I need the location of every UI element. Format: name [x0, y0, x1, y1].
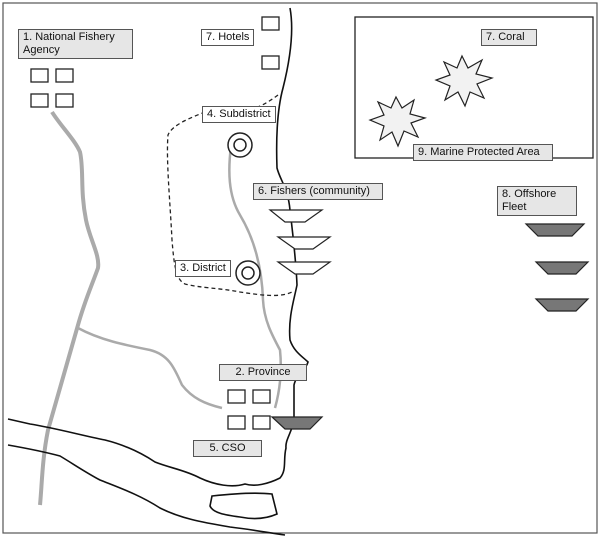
label-marine-protected-area: 9. Marine Protected Area: [413, 144, 553, 161]
coastline-south: [7, 444, 286, 536]
label-coral: 7. Coral: [481, 29, 537, 46]
label-district: 3. District: [175, 260, 231, 277]
fisher-boat-icon: [268, 209, 324, 223]
label-cso: 5. CSO: [193, 440, 262, 457]
fisher-boat-icon: [276, 236, 332, 250]
fisher-boat-icon: [276, 261, 332, 275]
label-subdistrict: 4. Subdistrict: [202, 106, 276, 123]
subdistrict-boundary: [166, 94, 293, 297]
hotel-buildings: [261, 16, 280, 70]
national-agency-buildings: [30, 68, 74, 108]
offshore-boat-icon: [534, 261, 590, 275]
cso-boat-icon: [270, 416, 324, 430]
province-buildings: [227, 389, 271, 430]
river-branch: [77, 326, 223, 410]
offshore-boat-icon: [534, 298, 590, 312]
label-offshore-fleet: 8. Offshore Fleet: [497, 186, 577, 216]
coastline: [7, 7, 309, 487]
coral-icon: [368, 95, 428, 148]
river-national: [38, 110, 101, 506]
subdistrict-office-icon: [227, 132, 253, 158]
coral-icon: [434, 54, 494, 108]
island: [209, 492, 278, 520]
district-office-icon: [235, 260, 261, 286]
label-fishers: 6. Fishers (community): [253, 183, 383, 200]
offshore-boat-icon: [524, 223, 586, 237]
label-province: 2. Province: [219, 364, 307, 381]
label-national-fishery-agency: 1. National Fishery Agency: [18, 29, 133, 59]
label-hotels: 7. Hotels: [201, 29, 255, 46]
